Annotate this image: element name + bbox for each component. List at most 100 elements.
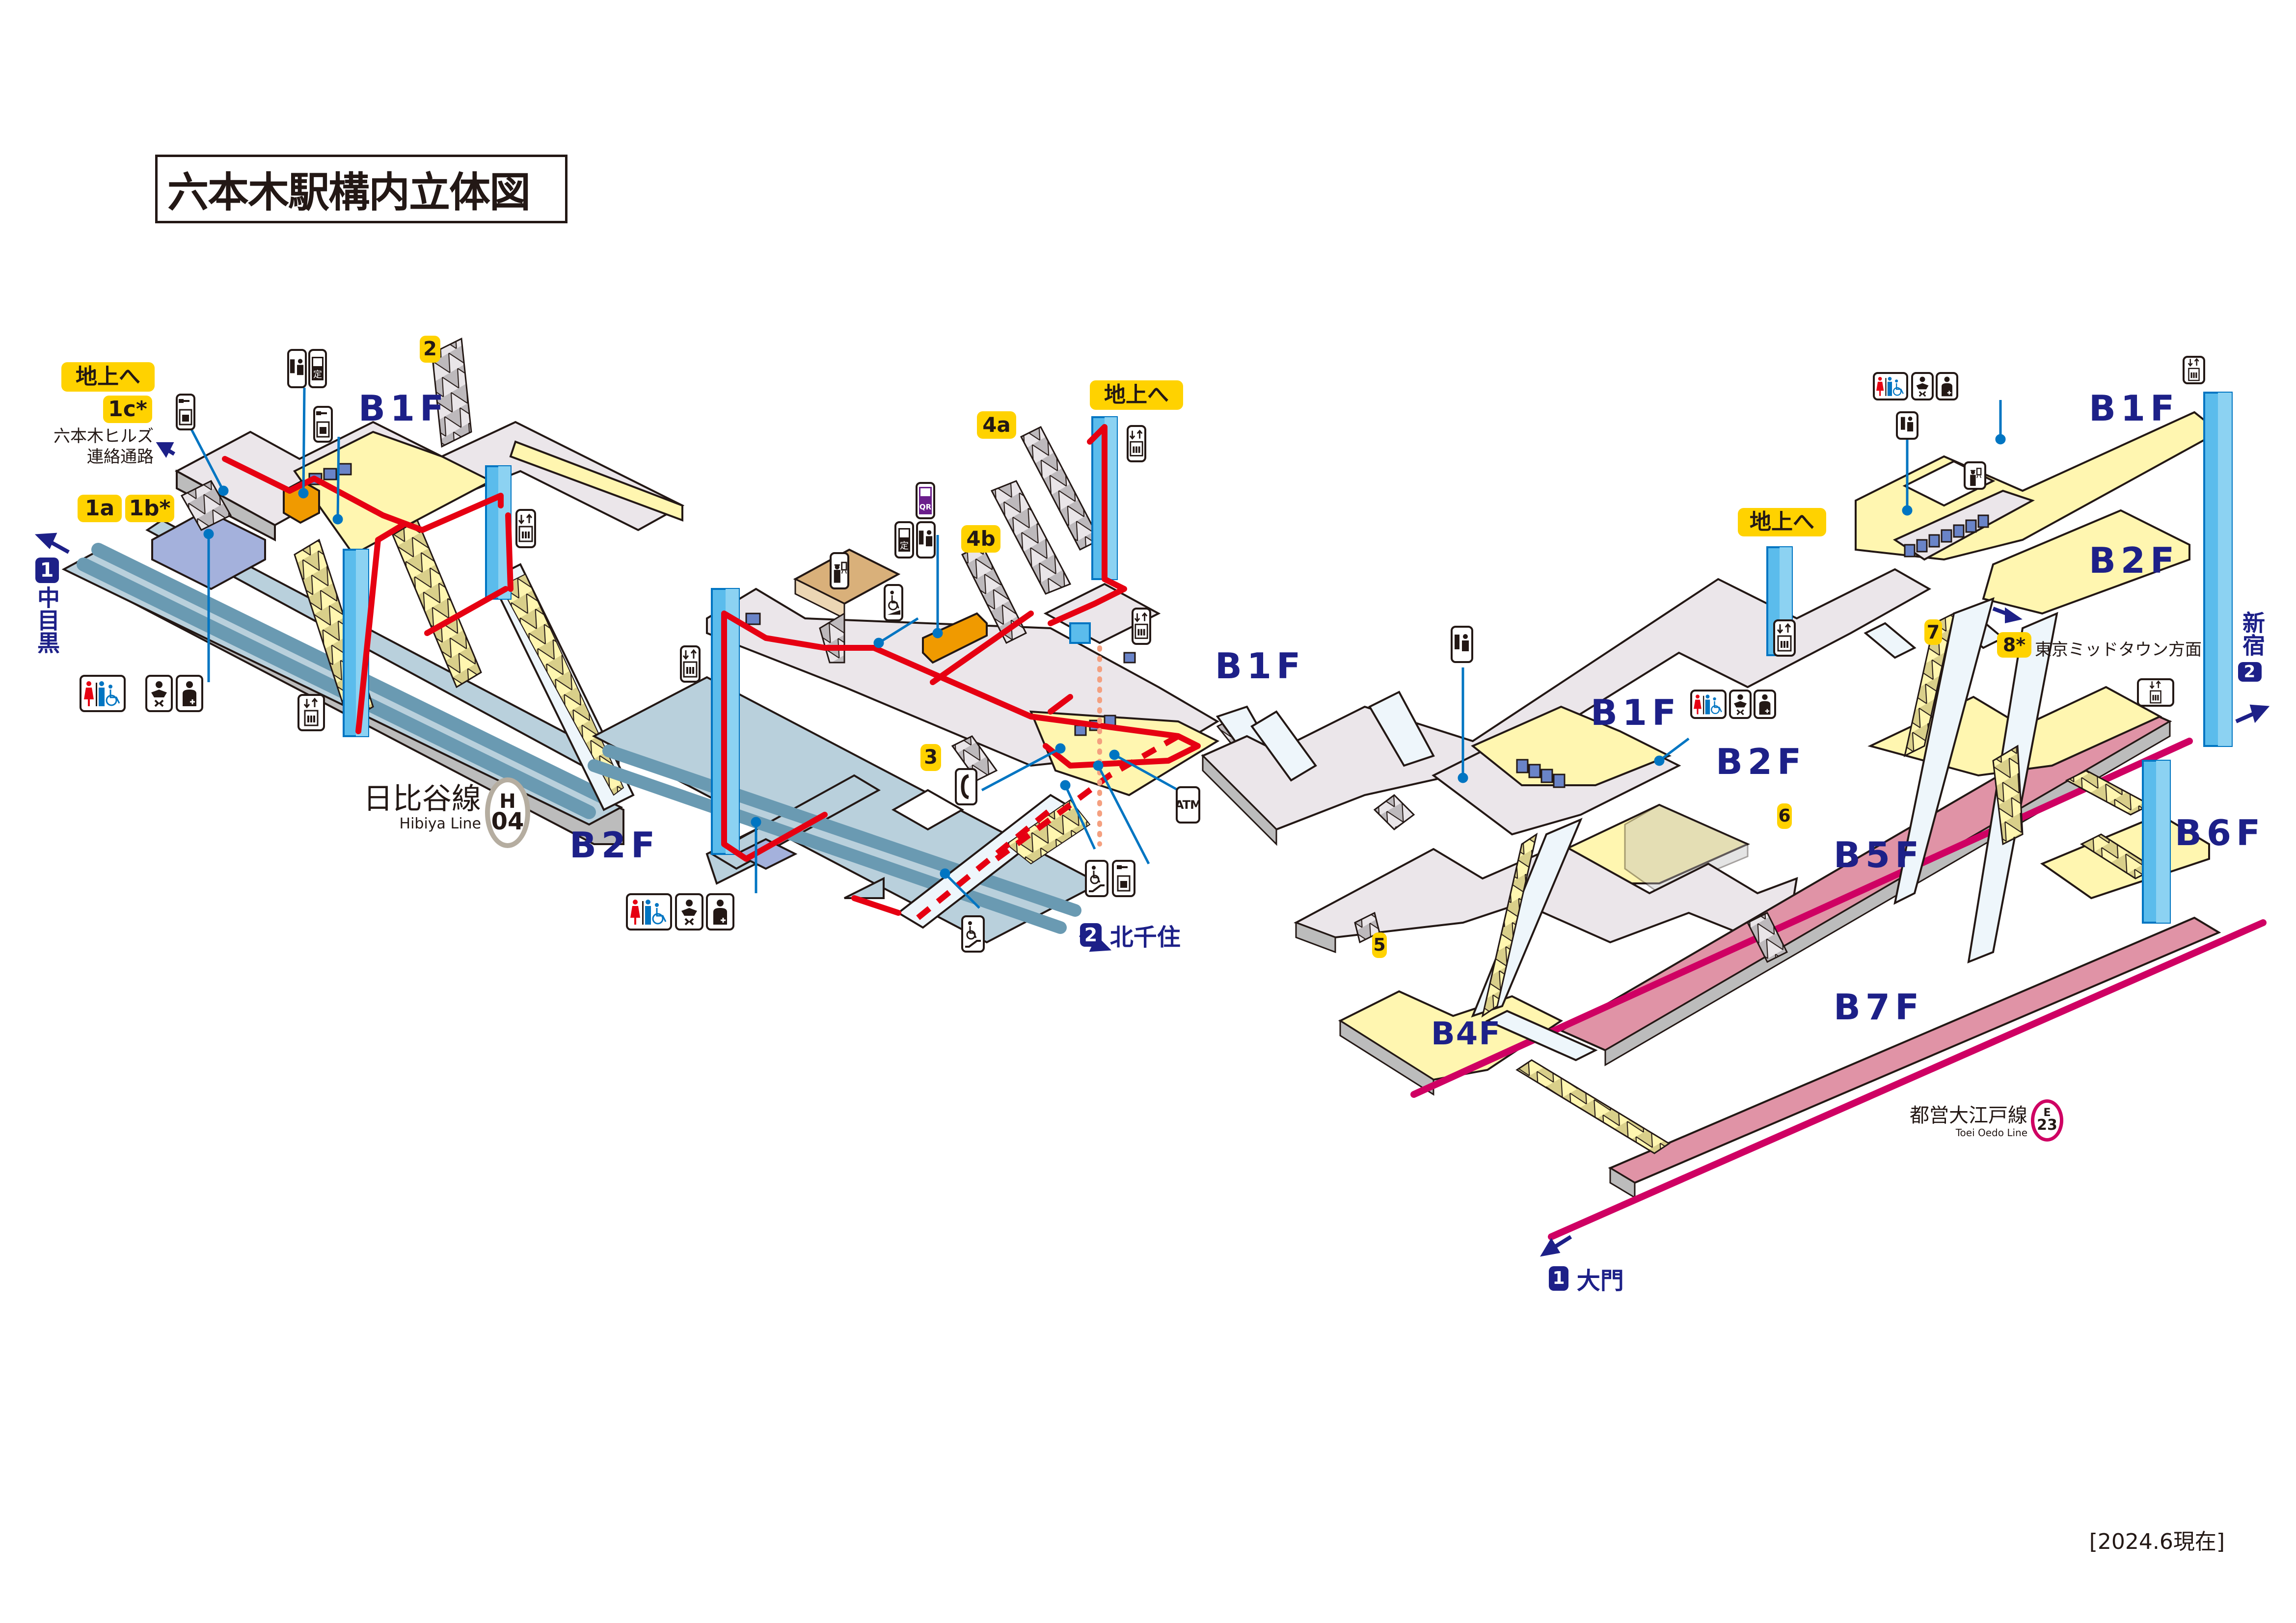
elevator-shaft-oedo-3 — [2142, 760, 2171, 924]
oedo-line-name-en: Toei Oedo Line — [1955, 1127, 2027, 1139]
exit-2-badge[interactable]: 2 — [420, 336, 440, 363]
hibiya-line-name-ja: 日比谷線 — [363, 782, 481, 816]
restroom-icon[interactable] — [1873, 372, 1908, 400]
oedo-long-corridor — [1201, 568, 1932, 846]
commuter-pass-glyph: 定 — [313, 370, 322, 380]
qr-ticket-icon[interactable]: QR — [916, 482, 935, 519]
atm-icon[interactable]: ATM — [1176, 786, 1200, 824]
restroom-icon[interactable] — [80, 675, 126, 712]
direction-destination: 中目黒 — [34, 586, 60, 654]
hills-passage-line1: 六本木ヒルズ — [54, 426, 154, 446]
elevator-icon[interactable] — [2137, 678, 2174, 707]
exit-8-badge[interactable]: 8* — [1997, 632, 2031, 658]
floor-label-b1f-oedo-mid: B1F — [1591, 692, 1681, 733]
oedo-ticket-gates-east — [1904, 514, 1989, 558]
direction-number-badge: 1 — [1549, 1266, 1568, 1291]
wheelchair-ramp-icon[interactable] — [884, 584, 903, 621]
direction-kitasenju[interactable]: 2 北千住 — [1080, 918, 1181, 952]
direction-destination: 大門 — [1576, 1267, 1624, 1295]
direction-number-badge: 2 — [1080, 923, 1102, 947]
hills-passage-label[interactable]: 六本木ヒルズ 連絡通路 — [33, 426, 154, 467]
coin-locker-icon[interactable] — [313, 406, 333, 443]
hibiya-west-escalator — [489, 563, 635, 811]
wheelchair-escalator-icon[interactable] — [1085, 860, 1108, 897]
baby-changing-icon[interactable] — [675, 893, 703, 931]
ticket-office-icon[interactable] — [1896, 411, 1918, 440]
commuter-pass-icon[interactable]: 定 — [308, 349, 327, 388]
elevator-icon[interactable] — [2183, 356, 2205, 384]
station-office-icon[interactable] — [1964, 461, 1986, 490]
exit-4b-badge[interactable]: 4b — [961, 525, 1000, 553]
exit-7-badge[interactable]: 7 — [1924, 619, 1942, 645]
floor-label-b1f-west: B1F — [358, 388, 449, 429]
elevator-shaft-center-2 — [1091, 416, 1118, 580]
accessible-route-center-dashed — [916, 733, 1180, 920]
coin-locker-icon[interactable] — [1112, 860, 1135, 897]
oedo-line-label: 都営大江戸線 Toei Oedo Line — [1880, 1104, 2027, 1139]
hibiya-east-tracks — [588, 745, 1081, 934]
hibiya-station-number: 04 — [491, 808, 524, 836]
direction-number-badge: 1 — [35, 558, 59, 583]
ticket-office-icon[interactable] — [1451, 626, 1473, 663]
to-ground-badge-center[interactable]: 地上へ — [1090, 380, 1183, 410]
direction-destination: 新宿 — [2239, 611, 2266, 656]
hibiya-line-name-en: Hibiya Line — [399, 815, 481, 832]
restroom-icon[interactable] — [1690, 690, 1727, 719]
floor-label-b4f: B4F — [1431, 1016, 1502, 1052]
exit-5-badge[interactable]: 5 — [1372, 932, 1387, 958]
exit-1c-badge[interactable]: 1c* — [103, 396, 152, 423]
direction-daimon[interactable]: 1 大門 — [1549, 1261, 1624, 1296]
map-title: 六本木駅構内立体図 — [155, 155, 567, 223]
floor-label-b1f-oedo-east: B1F — [2089, 388, 2180, 429]
floor-label-b2f-oedo-east: B2F — [2089, 540, 2180, 581]
floor-label-b6f: B6F — [2175, 812, 2266, 853]
first-aid-room-icon[interactable] — [176, 675, 203, 712]
elevator-icon[interactable] — [1127, 425, 1146, 462]
accessible-route-west — [222, 456, 513, 734]
ticket-office-icon[interactable] — [916, 521, 936, 559]
hibiya-station-number-mark: H 04 — [485, 777, 530, 848]
exit-4a-badge[interactable]: 4a — [977, 411, 1016, 439]
elevator-icon[interactable] — [297, 694, 325, 731]
first-aid-room-icon[interactable] — [1754, 690, 1776, 719]
coin-locker-icon[interactable] — [176, 394, 195, 430]
elevator-shaft-center-3 — [1069, 622, 1091, 644]
baby-changing-icon[interactable] — [1729, 690, 1752, 719]
commuter-pass-icon[interactable]: 定 — [894, 521, 914, 559]
exit-3-badge[interactable]: 3 — [920, 744, 941, 771]
oedo-line-name-ja: 都営大江戸線 — [1910, 1104, 2027, 1127]
oedo-station-number-mark: E 23 — [2031, 1099, 2063, 1142]
first-aid-room-icon[interactable] — [1936, 372, 1958, 400]
exit-1b-badge[interactable]: 1b* — [125, 495, 174, 522]
oedo-station-number: 23 — [2037, 1117, 2057, 1134]
commuter-pass-glyph: 定 — [900, 541, 909, 551]
direction-nakameguro[interactable]: 1 中目黒 — [33, 555, 60, 654]
to-ground-badge-east[interactable]: 地上へ — [1738, 508, 1826, 536]
ticket-office-icon[interactable] — [287, 349, 307, 388]
oedo-b7f-platform — [1608, 916, 2221, 1199]
wheelchair-escalator-icon[interactable] — [961, 915, 985, 953]
baby-changing-icon[interactable] — [1911, 372, 1934, 400]
exit-6-badge[interactable]: 6 — [1777, 803, 1792, 829]
direction-shinjuku[interactable]: 新宿 2 — [2236, 611, 2266, 683]
hibiya-line-letter: H — [499, 790, 516, 813]
hills-passage-line2: 連絡通路 — [87, 447, 154, 467]
elevator-icon[interactable] — [515, 509, 536, 548]
elevator-icon[interactable] — [1773, 619, 1796, 657]
direction-number-badge: 2 — [2238, 662, 2262, 682]
first-aid-room-icon[interactable] — [706, 893, 734, 931]
baby-changing-icon[interactable] — [145, 675, 173, 712]
exit-1a-badge[interactable]: 1a — [78, 495, 122, 522]
midtown-direction-label[interactable]: 東京ミッドタウン方面 — [2035, 640, 2202, 660]
restroom-icon[interactable] — [626, 893, 672, 931]
floor-label-b1f-center: B1F — [1215, 645, 1306, 687]
oedo-east-b2f-concourse — [1982, 509, 2190, 615]
elevator-shaft-oedo-2 — [2203, 392, 2233, 747]
telephone-icon[interactable] — [955, 768, 977, 805]
elevator-icon[interactable] — [1132, 608, 1151, 645]
to-ground-badge-west[interactable]: 地上へ — [61, 362, 155, 392]
elevator-icon[interactable] — [680, 645, 701, 683]
station-office-icon[interactable] — [830, 552, 849, 589]
icon-leader-lines — [190, 387, 2006, 909]
